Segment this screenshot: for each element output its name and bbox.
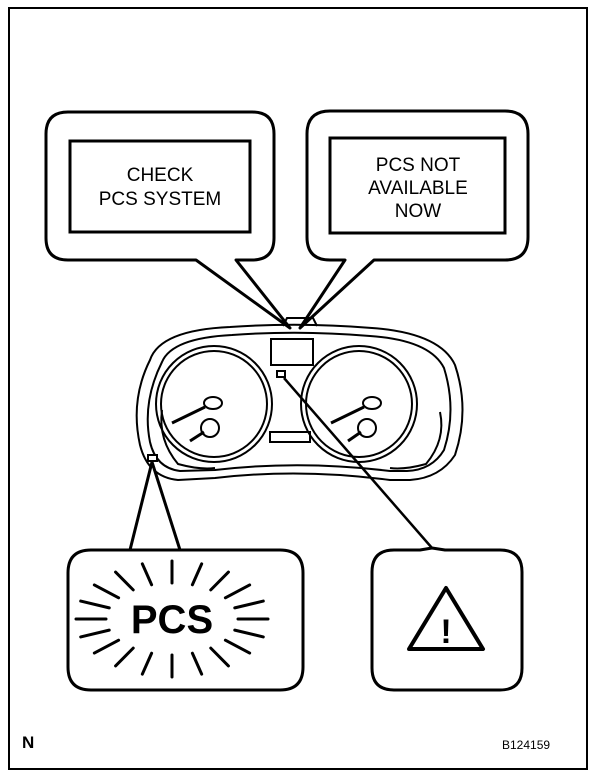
flash-ray [209,646,230,668]
right-subgauge-hub [357,418,377,438]
flash-ray [79,599,111,610]
cluster-top-notch [282,317,318,327]
right-gauge-outer [300,345,418,463]
left-gauge-outer [155,345,273,463]
not-available-line-3: NOW [395,201,442,222]
message-display-box [328,136,507,235]
flash-ray [92,583,121,600]
instrument-cluster [135,317,464,482]
callout-pcs-not-available: PCS NOT AVAILABLE NOW [298,109,530,330]
flash-ray [114,646,135,668]
pcs-indicator-text: PCS [131,598,213,642]
center-lower-display [269,431,311,443]
flash-ray [223,638,252,655]
warning-triangle-icon [407,586,485,651]
right-gauge-hub [362,396,382,410]
right-side-pod [389,411,443,470]
callout-bubble [66,460,305,692]
check-line-1: CHECK [127,165,194,186]
center-multi-info-display [270,338,314,366]
flash-ray [92,638,121,655]
check-line-2: PCS SYSTEM [99,189,221,210]
warning-exclamation: ! [440,613,451,651]
center-warning-light [276,370,286,378]
flash-ray [79,628,111,639]
callout-warning-triangle: ! [370,546,524,692]
flash-ray [233,628,265,639]
warning-leader-line [283,377,433,549]
not-available-line-2: AVAILABLE [368,178,468,199]
pcs-flash-rays [74,559,270,679]
flash-ray [140,651,154,676]
flash-ray [190,562,204,587]
flash-ray [140,562,154,587]
left-side-pod [160,409,216,470]
not-available-line-1: PCS NOT [376,155,461,176]
pcs-indicator-light [147,454,158,462]
flash-ray [223,583,252,600]
right-subgauge-needle [347,430,362,443]
cluster-inner-rim [146,331,452,473]
flash-ray [114,570,135,592]
left-gauge-inner [160,350,268,458]
flash-ray [190,651,204,676]
flash-ray [233,599,265,610]
figure-id: B124159 [502,738,551,752]
callout-bubble [370,546,524,692]
left-subgauge-needle [189,430,205,443]
callout-check-pcs-system: CHECK PCS SYSTEM [44,110,292,330]
right-gauge-inner [305,350,413,458]
message-display-box [68,139,252,234]
left-subgauge-hub [200,418,220,438]
corner-letter: N [22,733,35,752]
left-gauge-hub [203,396,223,410]
left-gauge-needle [171,405,206,425]
flash-ray [209,570,230,592]
callout-pcs-indicator: PCS [66,460,305,692]
right-gauge-needle [330,405,365,425]
